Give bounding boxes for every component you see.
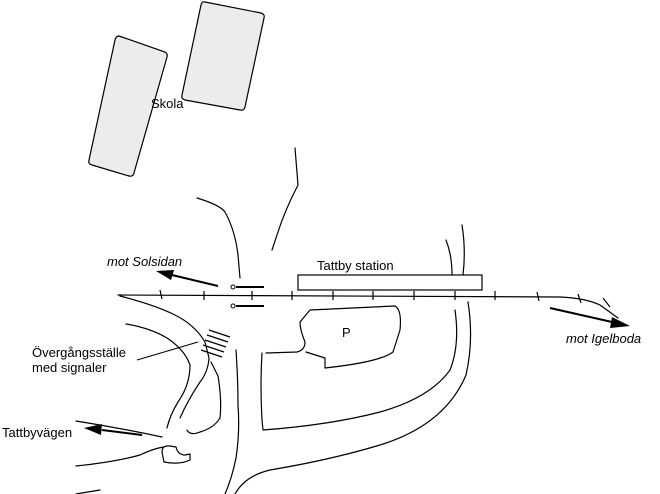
school-building-west (88, 35, 168, 177)
crossing-signals (230, 284, 264, 309)
roads (75, 147, 472, 494)
road-label-tattbyvagen: Tattbyvägen (2, 425, 72, 440)
direction-label-solsidan: mot Solsidan (107, 254, 182, 269)
direction-label-igelboda: mot Igelboda (566, 331, 641, 346)
station-platform (297, 274, 483, 291)
crossing-callout (136, 341, 199, 361)
station-label: Tattby station (317, 258, 394, 273)
school-label: Skola (151, 96, 184, 111)
arrow-igelboda (549, 307, 630, 328)
arrow-tattbyvagen (84, 424, 143, 436)
railway-track (117, 289, 619, 319)
crossing-label-line2: med signaler (32, 360, 107, 375)
school-building-east (181, 1, 265, 111)
arrow-solsidan (156, 270, 219, 287)
crossing-label-line1: Övergångsställe (32, 345, 126, 360)
parking-label: P (342, 325, 351, 340)
school-buildings (88, 1, 265, 177)
pedestrian-crossing (200, 329, 231, 358)
